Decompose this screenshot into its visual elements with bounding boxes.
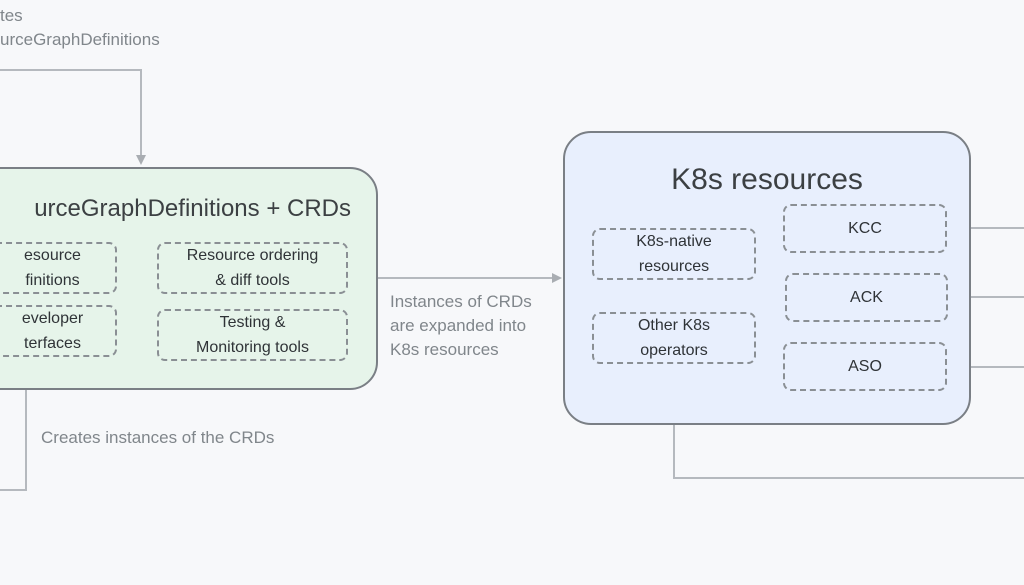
aso-box: ASO bbox=[783, 342, 947, 391]
kcc-box: KCC bbox=[783, 204, 947, 253]
left-group-title: urceGraphDefinitions + CRDs bbox=[34, 195, 351, 222]
ack-box: ACK bbox=[785, 273, 948, 322]
resource-definitions-box: esource finitions bbox=[0, 242, 117, 294]
testing-monitoring-tools-box: Testing & Monitoring tools bbox=[157, 309, 348, 361]
resource-ordering-diff-tools-box: Resource ordering & diff tools bbox=[157, 242, 348, 294]
top-label: tes urceGraphDefinitions bbox=[0, 6, 160, 49]
developer-interfaces-box: eveloper terfaces bbox=[0, 305, 117, 357]
other-k8s-operators-box: Other K8s operators bbox=[592, 312, 756, 364]
connector-bottom-to-developer-interfaces bbox=[0, 360, 31, 491]
connector-top-to-left-group bbox=[0, 69, 146, 165]
k8s-native-resources-box: K8s-native resources bbox=[592, 228, 756, 280]
k8s-resources-title: K8s resources bbox=[671, 163, 863, 196]
bottom-label: Creates instances of the CRDs bbox=[41, 428, 275, 447]
middle-label: Instances of CRDs are expanded into K8s … bbox=[390, 292, 532, 359]
